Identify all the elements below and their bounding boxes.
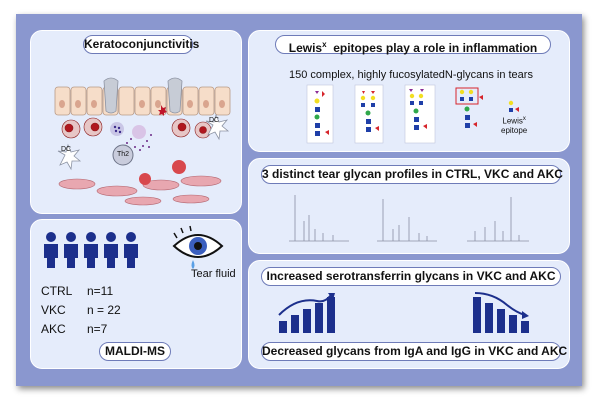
epitope-label-sup: x [522,116,526,122]
lewis-x-title-main: Lewis [288,41,323,55]
glycan-trends-panel: Increased serotransferrin glycans in VKC… [248,260,570,369]
epitope-label-main: Lewis [502,116,523,126]
conjunctiva-illustration [54,77,231,206]
glycan-profiles-panel: 3 distinct tear glycan profiles in CTRL,… [248,158,570,254]
glycan-4 [455,87,483,128]
lewis-x-epitope-label: Lewisx epitope [501,115,527,135]
glycan-3 [409,89,427,130]
group-akc-name: AKC [41,322,66,336]
epitope-label-second: epitope [501,125,528,135]
eosinophils [61,117,212,139]
basophil [110,122,124,136]
mast-cell-degranulating [126,125,152,151]
th2-cell [112,144,134,166]
lewis-x-title: Lewisx epitopes play a role in inflammat… [275,35,551,55]
group-akc-count: n=7 [87,322,108,336]
spectrum-vkc [377,199,437,242]
fibroblasts [58,175,222,206]
glycan-profiles-title: 3 distinct tear glycan profiles in CTRL,… [261,165,563,184]
spectrum-akc [467,197,529,242]
group-ctrl-count: n=11 [87,284,114,298]
tear-drop [191,260,195,269]
patients-icon [44,232,138,268]
dendritic-cell-label-2: DC [208,117,220,124]
group-vkc-count: n = 22 [87,303,121,317]
glycan-structures [306,84,519,144]
lewis-x-title-rest: epitopes play a role in inflammation [326,41,538,55]
tear-fluid-label: Tear fluid [191,268,236,280]
glycan-1 [314,91,329,136]
dendritic-cell [57,113,230,171]
lewis-x-panel: Lewisx epitopes play a role in inflammat… [248,30,570,152]
lewis-x-epitope-symbol [508,100,519,112]
macrophages [139,160,186,185]
dendritic-cell-label: DC [60,146,72,153]
allergen-star [158,105,167,116]
spectrum-ctrl [289,195,349,242]
lewis-x-title-sup: x [322,40,327,49]
mass-spectra [289,195,529,242]
lewis-x-subtitle: 150 complex, highly fucosylatedN-glycans… [289,69,533,81]
maldi-ms-label: MALDI-MS [99,342,171,361]
cohort-panel: Tear fluid CTRL n=11 VKC n = 22 AKC n=7 … [30,219,242,369]
glycan-2 [360,91,379,132]
keratoconjunctivitis-title: Keratoconjunctivitis [83,35,199,54]
epithelial-nuclei [59,100,225,108]
increase-bar-icon [278,293,335,333]
serotransferrin-increase-title: Increased serotransferrin glycans in VKC… [261,267,561,286]
group-vkc-name: VKC [41,303,66,317]
eye-icon [172,225,224,269]
decrease-bar-icon [473,292,529,333]
goblet-cells [103,77,183,114]
th2-cell-label: Th2 [116,151,130,158]
keratoconjunctivitis-panel: Keratoconjunctivitis DC DC Th2 [30,30,242,214]
group-ctrl-name: CTRL [41,284,73,298]
igg-iga-decrease-title: Decreased glycans from IgA and IgG in VK… [261,342,567,361]
